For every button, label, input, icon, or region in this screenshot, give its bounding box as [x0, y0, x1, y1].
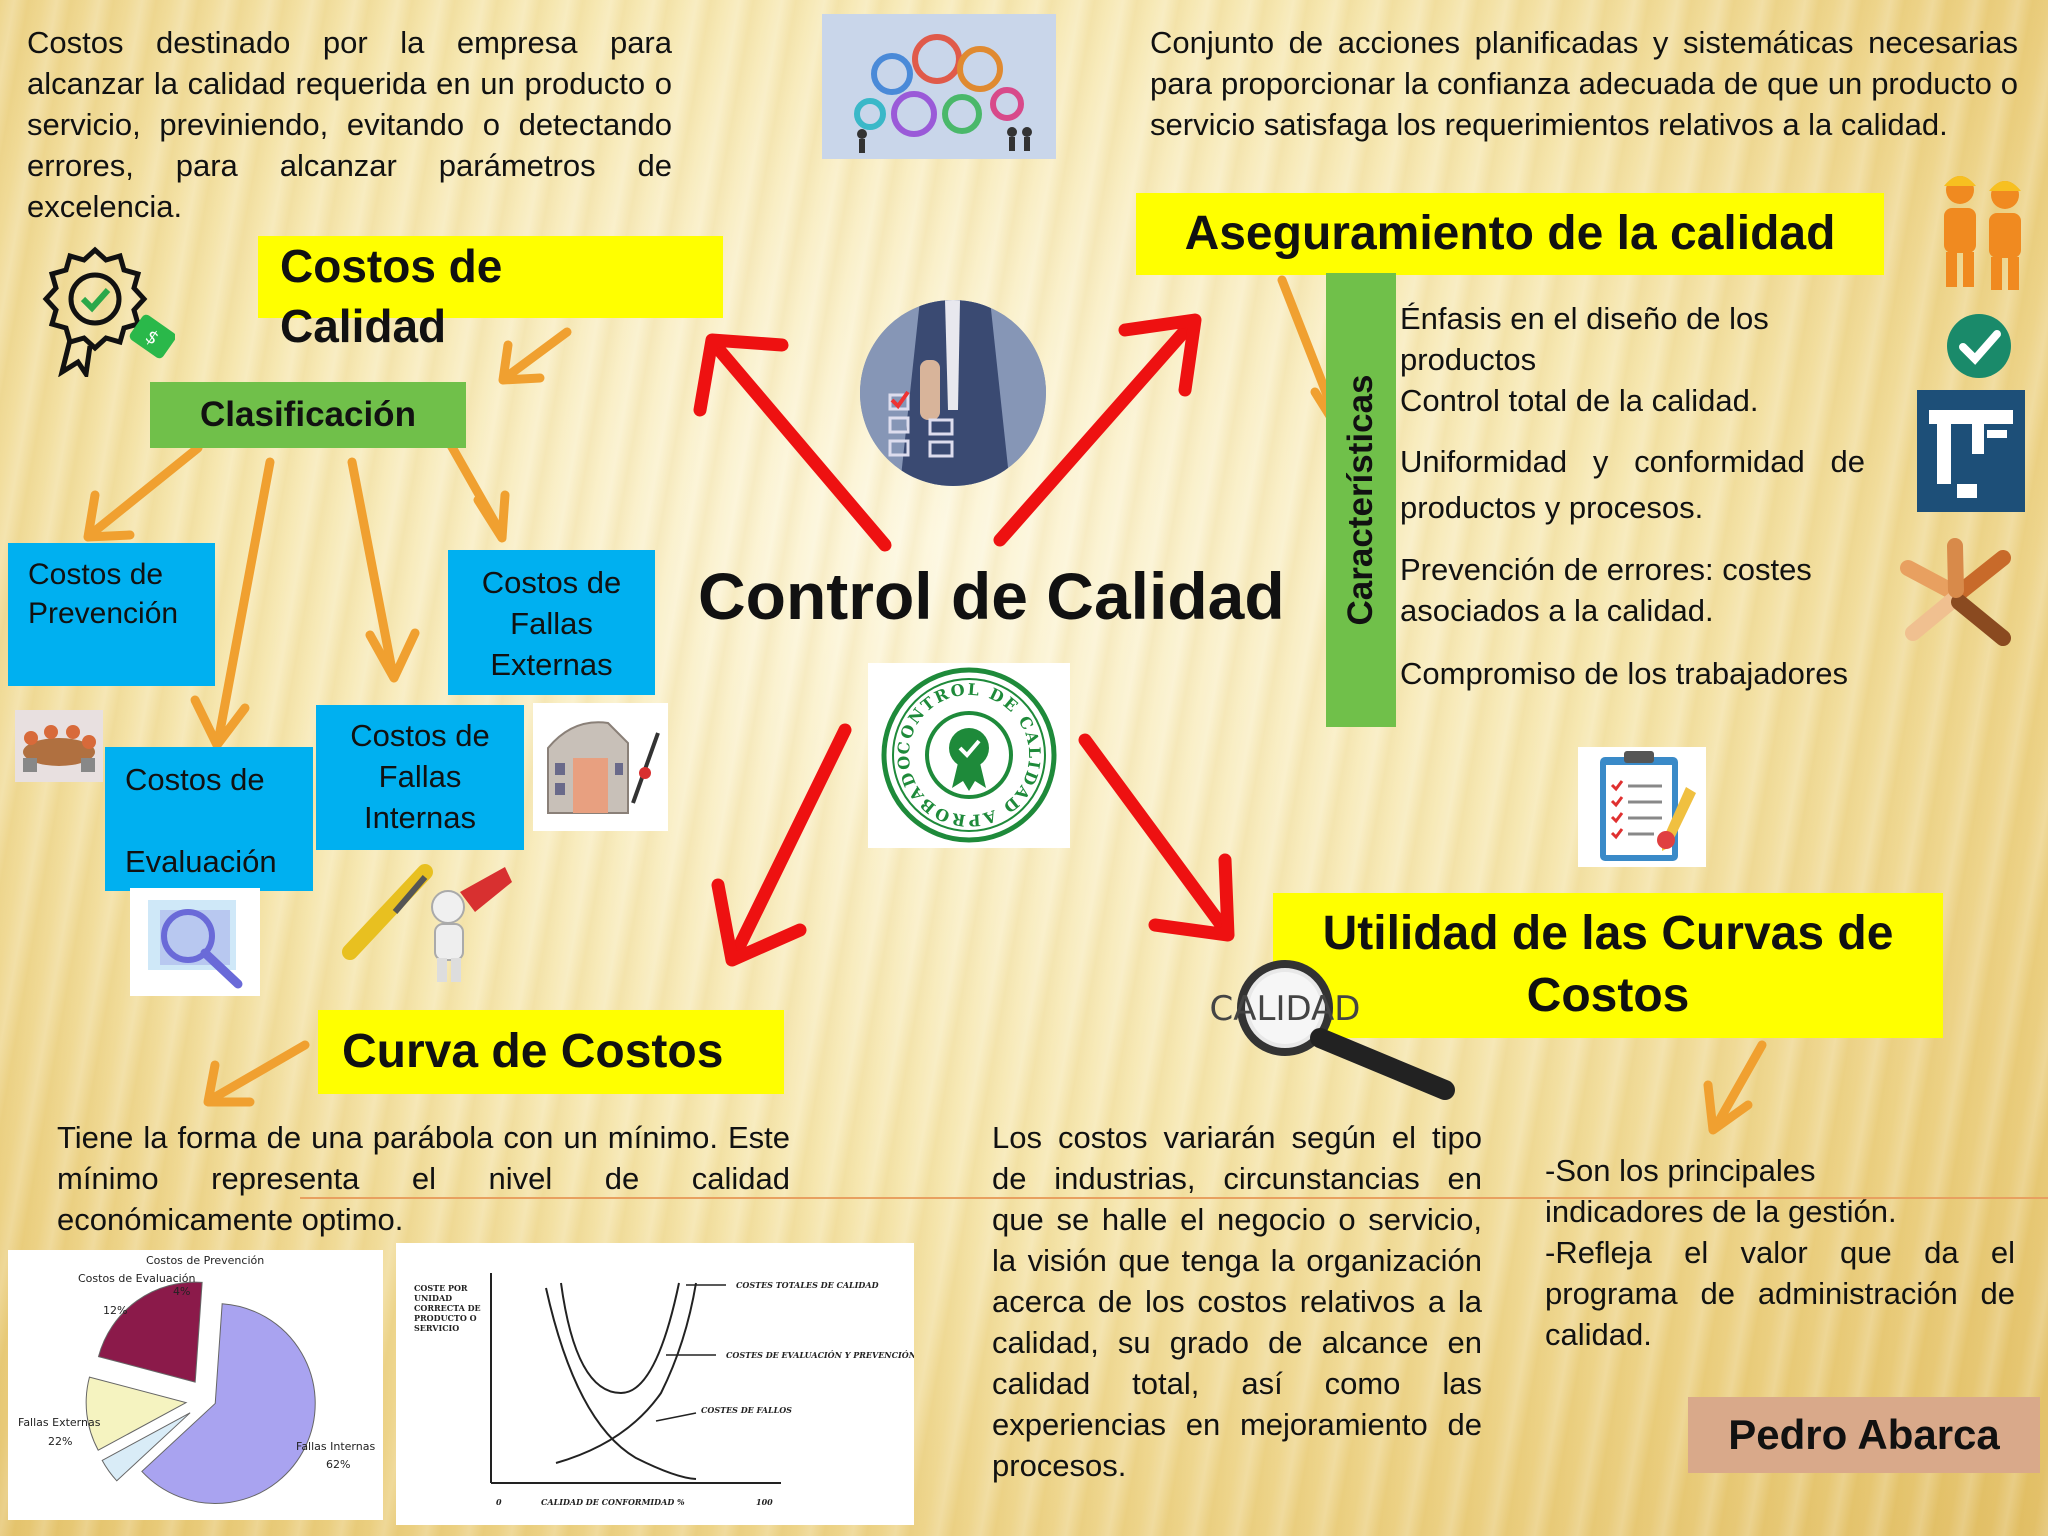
- quality-badge-icon: $: [40, 242, 175, 377]
- utilidad-point: -Son los principales indicadores de la g…: [1545, 1153, 1897, 1229]
- utilidad-title: Utilidad de las Curvas de Costos: [1273, 893, 1943, 1038]
- checklist-person-image: [860, 300, 1046, 486]
- utilidad-description: Los costos variarán según el tipo de ind…: [992, 1120, 1482, 1483]
- orange-arrow-evaluacion: [190, 457, 275, 750]
- orange-arrow-title-to-clasif: [498, 327, 572, 385]
- meeting-image: [15, 710, 103, 782]
- orange-arrow-internas: [347, 457, 420, 683]
- magnifier-text: CALIDAD: [1210, 989, 1361, 1029]
- curva-title: Curva de Costos: [318, 1010, 784, 1094]
- author-badge: Pedro Abarca: [1688, 1397, 2040, 1473]
- caliper-icon: [1917, 390, 2025, 512]
- curve-x-start: 0: [496, 1497, 502, 1507]
- pie-value-internas: 62%: [326, 1458, 350, 1471]
- curve-xlabel: CALIDAD DE CONFORMIDAD %: [541, 1497, 685, 1507]
- evaluacion-label-1: Costos de: [125, 762, 265, 797]
- characteristic-item: Compromiso de los trabajadores: [1400, 656, 1848, 691]
- pie-slice-evaluacion: [85, 1376, 188, 1451]
- red-arrow-costos: [693, 333, 892, 552]
- magnifier-evaluation-image: [130, 888, 260, 996]
- pie-label-externas: Fallas Externas: [18, 1416, 101, 1429]
- cost-curve-chart: COSTE POR UNIDAD CORRECTA DE PRODUCTO O …: [396, 1243, 914, 1525]
- pie-slice-internas: [141, 1303, 316, 1504]
- evaluacion-label-2: Evaluación: [125, 844, 277, 879]
- pie-slice-externas: [97, 1281, 203, 1383]
- characteristic-item: Uniformidad y conformidad de productos y…: [1400, 444, 1865, 525]
- box-fallas-externas: Costos de Fallas Externas: [448, 550, 655, 695]
- costos-title-text: Costos de Calidad: [280, 240, 503, 352]
- characteristic-item: Énfasis en el diseño de los productos: [1400, 301, 1769, 377]
- hands-together-icon: [1893, 538, 2018, 656]
- pie-value-prevencion: 4%: [173, 1285, 190, 1298]
- gears-team-image: [822, 14, 1056, 159]
- caracteristicas-label: Características: [1341, 374, 1380, 626]
- pie-label-evaluacion: Costos de Evaluación: [78, 1272, 195, 1285]
- curve-ylabel: COSTE POR UNIDAD CORRECTA DE PRODUCTO O …: [414, 1283, 481, 1333]
- pie-value-externas: 22%: [48, 1435, 72, 1448]
- clipboard-icon: [1578, 747, 1706, 867]
- orange-arrow-utilidad: [1703, 1040, 1767, 1135]
- red-arrow-curva: [711, 723, 852, 967]
- appraisal-prevention-curve: [555, 1282, 697, 1464]
- characteristic-item: Prevención de errores: costes asociados …: [1400, 552, 1812, 628]
- aseguramiento-definition: Conjunto de acciones planificadas y sist…: [1150, 25, 2018, 142]
- center-title: Control de Calidad: [698, 559, 1285, 633]
- utilidad-points: -Son los principales indicadores de la g…: [1545, 1150, 2015, 1355]
- box-prevencion: Costos de Prevención: [8, 543, 215, 686]
- pie-value-evaluacion: 12%: [103, 1304, 127, 1317]
- red-arrow-aseguramiento: [993, 313, 1202, 547]
- red-arrow-utilidad: [1078, 733, 1235, 942]
- total-costs-curve: [560, 1282, 680, 1395]
- characteristic-item: Control total de la calidad.: [1400, 383, 1759, 418]
- curve-x-end: 100: [756, 1497, 773, 1507]
- box-fallas-internas: Costos de Fallas Internas: [316, 705, 524, 850]
- check-circle-icon: [1945, 312, 2013, 380]
- pie-label-prevencion: Costos de Prevención: [146, 1254, 264, 1267]
- box-evaluacion: Costos de Evaluación: [105, 747, 313, 891]
- workers-icon: [1930, 160, 2035, 295]
- curve-label-fallos: COSTES DE FALLOS: [701, 1405, 792, 1415]
- orange-arrow-curva: [203, 1040, 310, 1107]
- aseguramiento-title: Aseguramiento de la calidad: [1136, 193, 1884, 275]
- repair-tools-image: [340, 852, 520, 987]
- orange-arrow-externas: [443, 435, 510, 543]
- curve-label-total: COSTES TOTALES DE CALIDAD: [736, 1280, 879, 1290]
- clasificacion-box: Clasificación: [150, 382, 466, 448]
- failure-costs-curve: [545, 1287, 697, 1480]
- approved-stamp-image: CONTROL DE CALIDAD APROBADO: [868, 663, 1070, 848]
- pie-slice-prevencion: [101, 1412, 191, 1482]
- costos-title: Costos de Calidad: [258, 236, 723, 352]
- characteristics-list: Énfasis en el diseño de los productos Co…: [1400, 298, 1880, 694]
- orange-arrow-prevencion: [83, 443, 203, 542]
- utilidad-point: -Refleja el valor que da el programa de …: [1545, 1235, 2015, 1352]
- damaged-building-image: [533, 703, 668, 831]
- curve-label-evaluacion: COSTES DE EVALUACIÓN Y PREVENCIÓN: [726, 1350, 914, 1360]
- calidad-magnifier-image: CALIDAD: [1205, 958, 1455, 1100]
- costos-definition: Costos destinado por la empresa para alc…: [27, 25, 672, 224]
- pie-chart-image: Costos de Prevención 4% Costos de Evalua…: [8, 1250, 383, 1520]
- caracteristicas-bar: Características: [1326, 273, 1396, 727]
- pie-label-internas: Fallas Internas: [296, 1440, 375, 1453]
- prevencion-label: Costos de Prevención: [28, 558, 179, 630]
- curva-description: Tiene la forma de una parábola con un mí…: [57, 1120, 790, 1237]
